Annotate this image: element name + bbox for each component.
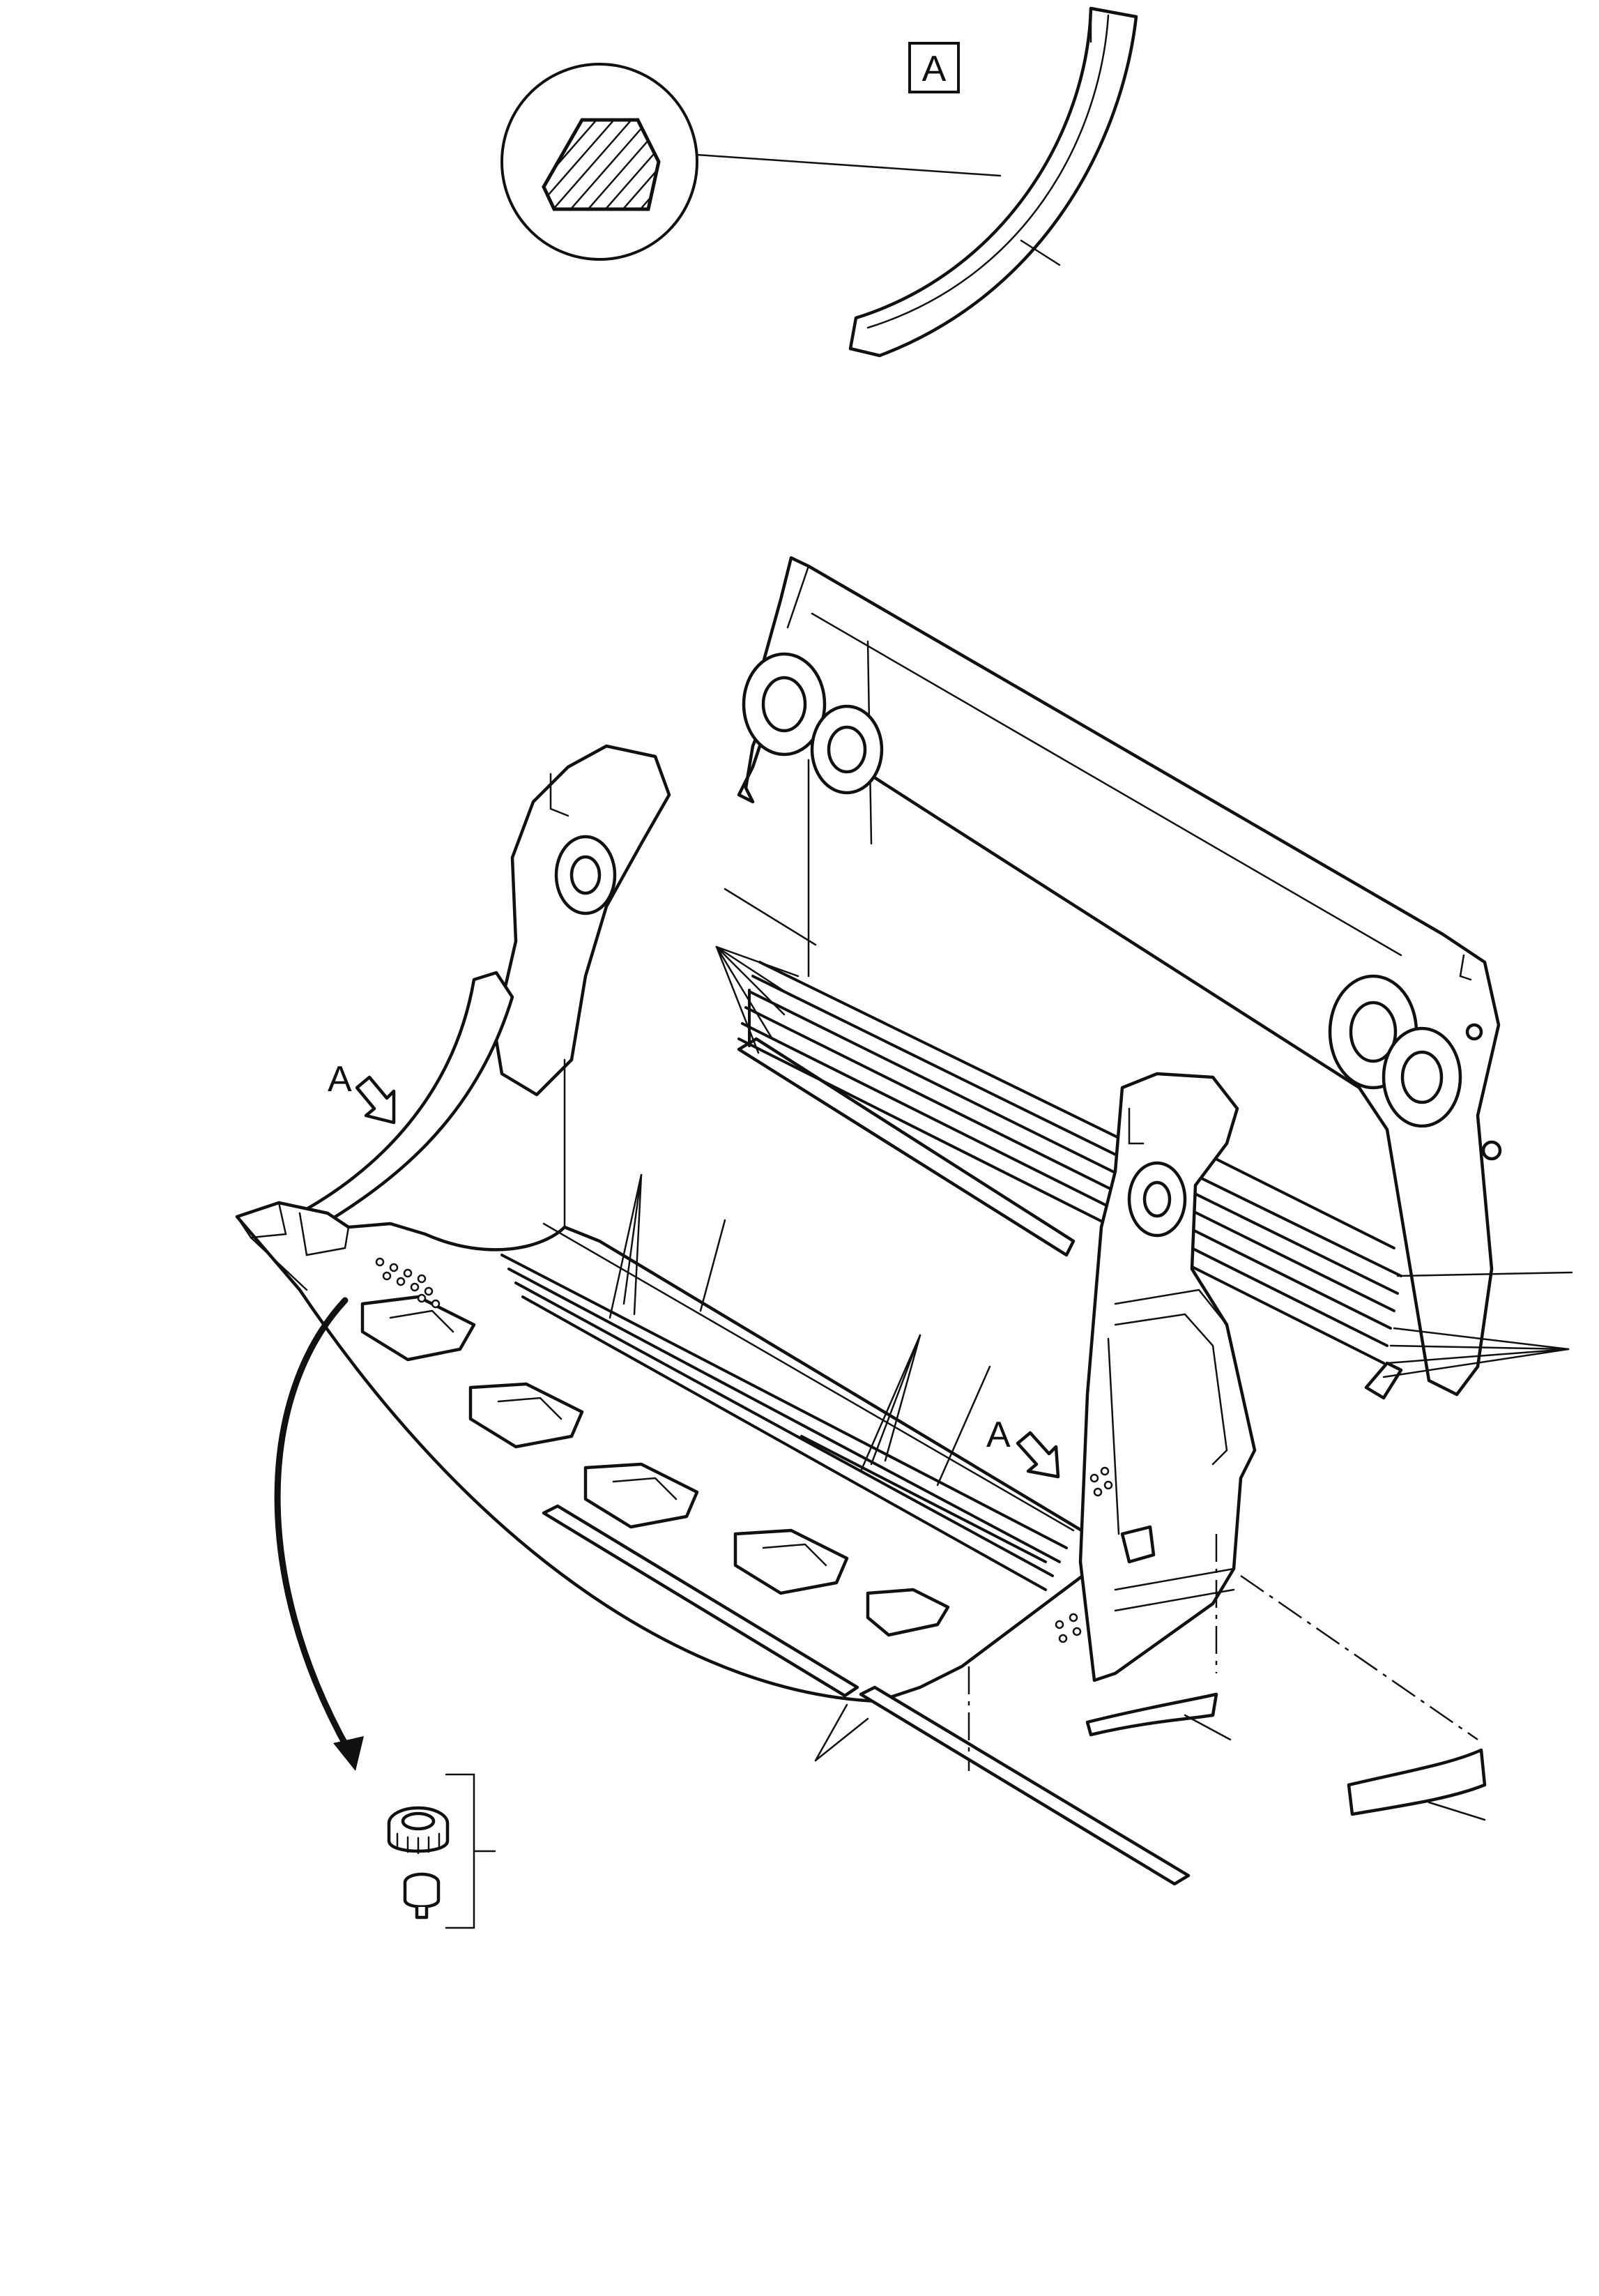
detail-view-a: A — [500, 6, 1138, 358]
view-label-box — [908, 42, 960, 93]
floor-wear-bars — [500, 1254, 1068, 1591]
upper-bar-leaders — [715, 888, 817, 1054]
wear-button-ring-icon — [387, 1806, 450, 1855]
teeth-adapters — [360, 1295, 950, 1637]
group-bracket — [445, 1773, 496, 1929]
view-arrow-right-label: A — [986, 1415, 1011, 1455]
upper-wear-bars — [737, 961, 1403, 1400]
wear-button-patch-left — [375, 1257, 441, 1309]
view-arrow-right: A — [986, 1415, 1060, 1479]
view-label: A — [922, 49, 947, 89]
right-side-plate — [1055, 1072, 1257, 1682]
section-leader — [696, 153, 1002, 177]
detail-arrow — [274, 1297, 352, 1754]
back-plate — [737, 556, 1501, 1397]
cutting-edge-strips — [542, 1504, 1191, 1886]
wear-button-patch-right — [1055, 1466, 1113, 1643]
side-wear-strips — [1085, 1692, 1487, 1816]
left-side-plate — [284, 744, 671, 1236]
centerlines — [967, 1534, 1478, 1771]
curved-wear-strip — [848, 6, 1138, 358]
bucket-body — [235, 1201, 1103, 1703]
strip-leader — [1020, 239, 1061, 266]
view-arrow-left-label: A — [328, 1059, 352, 1100]
view-arrow-left: A — [328, 1059, 396, 1125]
wear-button-detail — [274, 1297, 496, 1929]
callout-leaders — [609, 1173, 1573, 1821]
wear-button-stud-icon — [403, 1872, 441, 1919]
rear-frame — [715, 556, 1502, 1400]
